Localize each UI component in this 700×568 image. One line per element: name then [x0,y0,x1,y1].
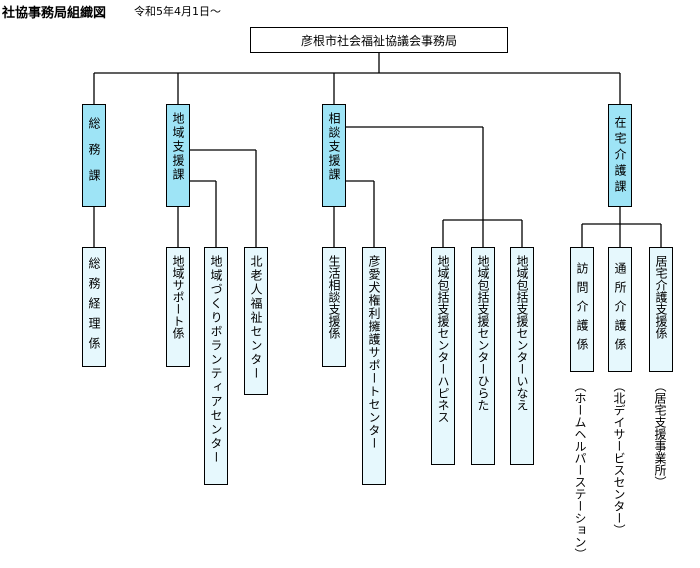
unit-volunteer-center: 地域づくりボランティアセンター [204,247,228,485]
unit-happiness-center: 地域包括支援センターハピネス [431,247,455,465]
dept-community-support: 地域支援課 [166,104,190,207]
unit-rights-advocacy-center: 彦愛犬権利擁護サポートセンター [362,247,386,485]
unit-rights-advocacy-center-label: 彦愛犬権利擁護サポートセンター [367,255,381,450]
dept-consultation-support-label: 相談支援課 [327,112,341,182]
dept-home-care-label: 在宅介護課 [613,115,627,196]
note-north-day-service: （北デイサービスセンター） [612,380,626,536]
dept-home-care: 在宅介護課 [608,104,632,207]
unit-inae-center-label: 地域包括支援センターいなえ [515,255,529,411]
dept-general-affairs: 総務課 [82,104,106,207]
unit-north-elderly-center-label: 北老人福祉センター [249,255,263,381]
unit-volunteer-center-label: 地域づくりボランティアセンター [209,255,223,465]
unit-north-elderly-center: 北老人福祉センター [244,247,268,395]
unit-hirata-center: 地域包括支援センターひらた [471,247,495,465]
unit-life-consultation-label: 生活相談支援係 [327,255,341,339]
dept-consultation-support: 相談支援課 [322,104,346,207]
header-title: 社協事務局組織図 [2,6,107,21]
effective-date: 令和5年4月1日〜 [134,5,221,18]
unit-general-accounting: 総務経理係 [82,247,106,367]
unit-inae-center: 地域包括支援センターいなえ [510,247,534,465]
unit-day-care: 通所介護係 [608,247,632,372]
unit-happiness-center-label: 地域包括支援センターハピネス [436,255,450,423]
unit-care-plan-support-label: 居宅介護支援係 [654,255,668,339]
unit-day-care-label: 通所介護係 [613,262,627,357]
dept-general-affairs-label: 総務課 [87,116,101,195]
unit-community-support-section-label: 地域サポート係 [171,255,185,339]
unit-home-visit-care-label: 訪問介護係 [575,262,589,357]
unit-life-consultation: 生活相談支援係 [322,247,346,367]
unit-hirata-center-label: 地域包括支援センターひらた [476,255,490,411]
note-care-support-office: （居宅支援事業所） [653,380,667,488]
head-office-box: 彦根市社会福祉協議会事務局 [250,27,508,53]
dept-community-support-label: 地域支援課 [171,112,185,182]
unit-home-visit-care: 訪問介護係 [570,247,594,372]
unit-care-plan-support: 居宅介護支援係 [649,247,673,372]
note-helper-station: （ホームヘルパーステーション） [573,380,587,560]
unit-community-support-section: 地域サポート係 [166,247,190,367]
unit-general-accounting-label: 総務経理係 [87,257,101,357]
